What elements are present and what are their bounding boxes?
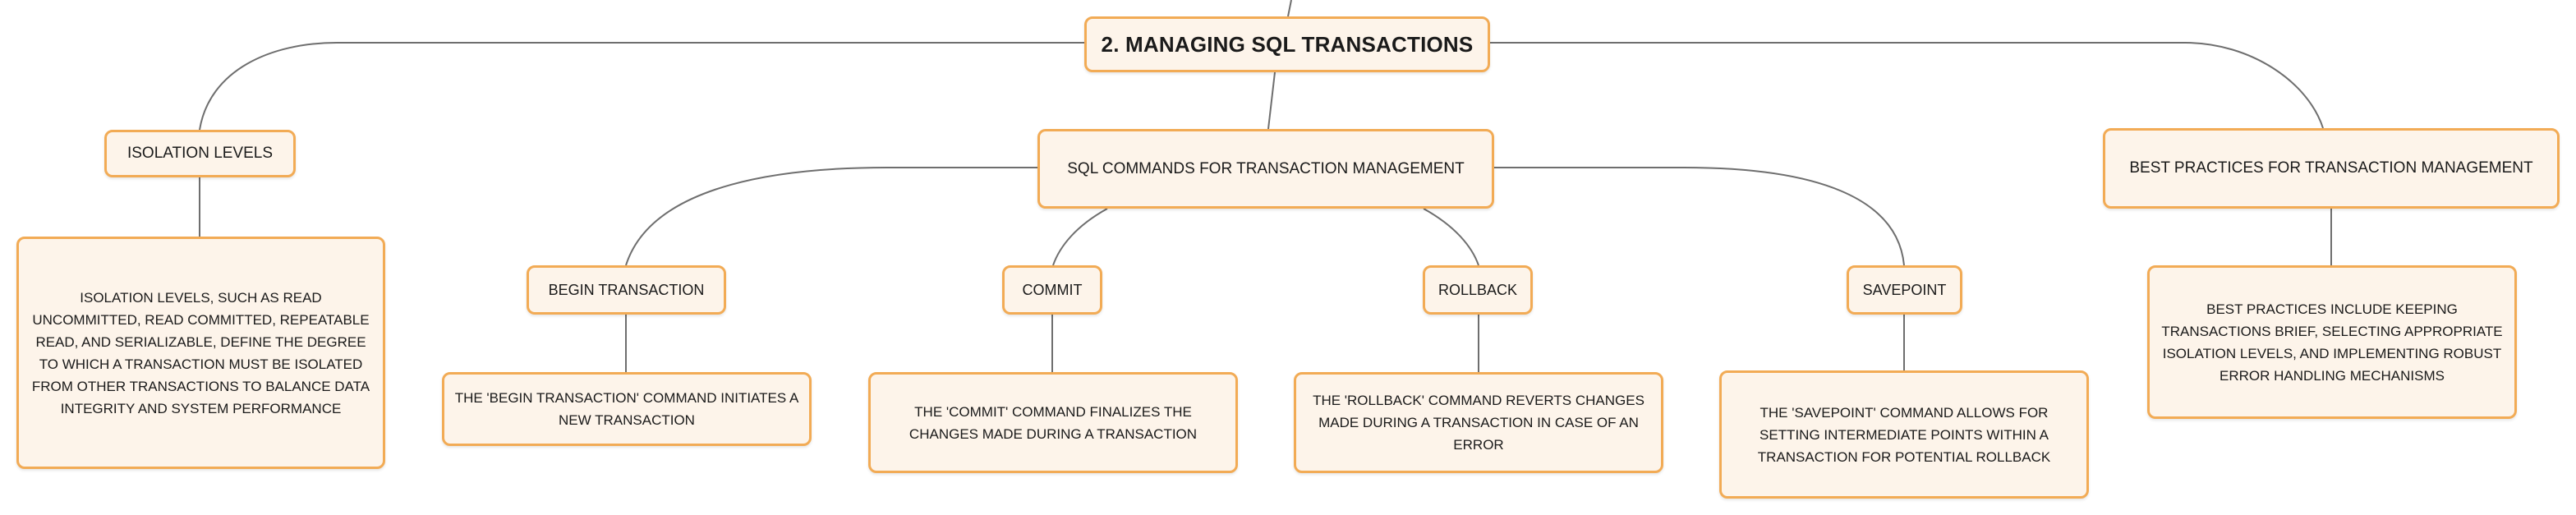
savepoint-label: SAVEPOINT	[1862, 281, 1947, 298]
sql-commands-node[interactable]: SQL COMMANDS FOR TRANSACTION MANAGEMENT	[1037, 129, 1494, 209]
rollback-node[interactable]: ROLLBACK	[1423, 265, 1533, 315]
commit-label: COMMIT	[1022, 281, 1083, 298]
connector-root-to-best-practices	[1490, 42, 2324, 129]
isolation-levels-label: ISOLATION LEVELS	[126, 145, 274, 162]
rollback-description-node[interactable]: THE 'ROLLBACK' COMMAND REVERTS CHANGES M…	[1294, 372, 1663, 473]
begin-transaction-label: BEGIN TRANSACTION	[548, 281, 705, 298]
connector-sql-commands-to-rollback	[1423, 208, 1479, 266]
connector-root-to-sql-commands	[1267, 71, 1276, 130]
begin-transaction-node[interactable]: BEGIN TRANSACTION	[527, 265, 726, 315]
best-practices-description-node[interactable]: BEST PRACTICES INCLUDE KEEPING TRANSACTI…	[2147, 265, 2517, 419]
commit-description: THE 'COMMIT' COMMAND FINALIZES THE CHANG…	[908, 403, 1198, 442]
sql-commands-label: SQL COMMANDS FOR TRANSACTION MANAGEMENT	[1067, 159, 1465, 177]
isolation-levels-node[interactable]: ISOLATION LEVELS	[104, 130, 296, 177]
root-node[interactable]: 2. MANAGING SQL TRANSACTIONS	[1084, 16, 1490, 72]
root-node-label: 2. MANAGING SQL TRANSACTIONS	[1101, 31, 1474, 57]
connector-parent-to-root	[1287, 0, 1292, 17]
savepoint-description-node[interactable]: THE 'SAVEPOINT' COMMAND ALLOWS FOR SETTI…	[1719, 370, 2089, 499]
connector-root-to-isolation-levels	[199, 42, 1084, 131]
rollback-description: THE 'ROLLBACK' COMMAND REVERTS CHANGES M…	[1313, 393, 1644, 453]
best-practices-node[interactable]: BEST PRACTICES FOR TRANSACTION MANAGEMEN…	[2103, 128, 2560, 209]
begin-transaction-description-node[interactable]: THE 'BEGIN TRANSACTION' COMMAND INITIATE…	[442, 372, 812, 446]
rollback-label: ROLLBACK	[1438, 281, 1518, 298]
connector-sql-commands-to-commit	[1052, 208, 1108, 266]
isolation-levels-description: ISOLATION LEVELS, SUCH AS READ UNCOMMITT…	[31, 289, 370, 416]
savepoint-node[interactable]: SAVEPOINT	[1847, 265, 1962, 315]
best-practices-description: BEST PRACTICES INCLUDE KEEPING TRANSACTI…	[2161, 301, 2503, 384]
best-practices-label: BEST PRACTICES FOR TRANSACTION MANAGEMEN…	[2129, 159, 2533, 177]
isolation-levels-description-node[interactable]: ISOLATION LEVELS, SUCH AS READ UNCOMMITT…	[16, 237, 385, 469]
connector-sql-commands-to-begin-transaction	[625, 167, 1037, 266]
commit-node[interactable]: COMMIT	[1002, 265, 1102, 315]
savepoint-description: THE 'SAVEPOINT' COMMAND ALLOWS FOR SETTI…	[1757, 404, 2051, 465]
connector-sql-commands-to-savepoint	[1494, 167, 1905, 266]
commit-description-node[interactable]: THE 'COMMIT' COMMAND FINALIZES THE CHANG…	[868, 372, 1238, 473]
begin-transaction-description: THE 'BEGIN TRANSACTION' COMMAND INITIATE…	[454, 390, 799, 428]
